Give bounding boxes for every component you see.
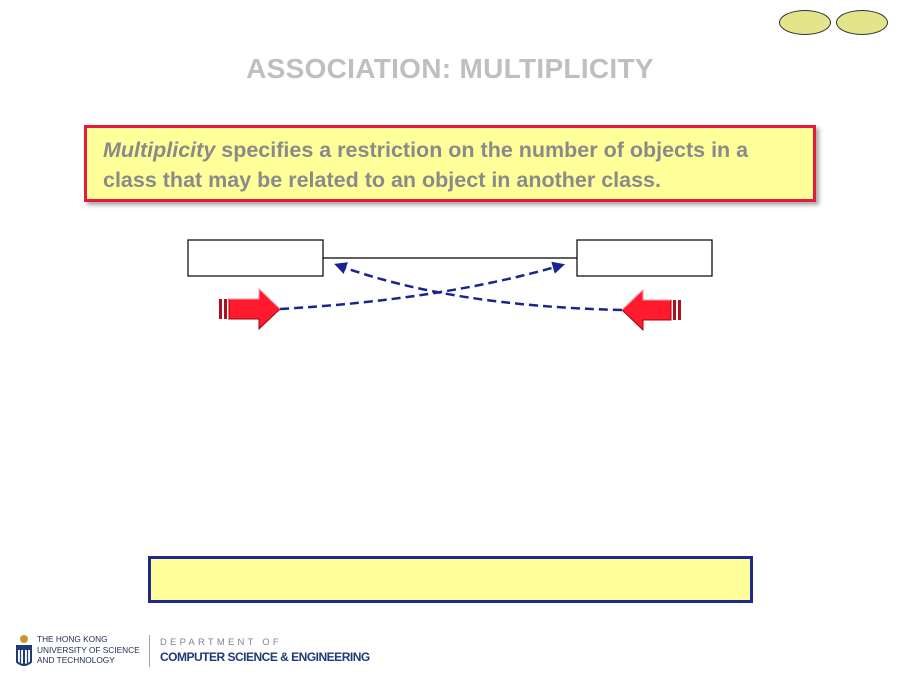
dashed-arrow-right-to-left: [334, 262, 623, 312]
left-class-box: [187, 239, 324, 277]
next-slide-button[interactable]: [836, 10, 888, 35]
university-line-2: UNIVERSITY OF SCIENCE: [37, 644, 140, 655]
definition-term: Multiplicity: [103, 138, 216, 162]
hkust-crest-icon: [16, 635, 32, 666]
footer-divider: [149, 635, 150, 667]
university-line-1: THE HONG KONG: [37, 634, 108, 644]
university-line-3: AND TECHNOLOGY: [37, 655, 115, 665]
definition-box: Multiplicity specifies a restriction on …: [84, 125, 816, 202]
left-red-arrow-icon: [219, 287, 281, 331]
university-name: THE HONG KONG UNIVERSITY OF SCIENCE AND …: [37, 634, 140, 666]
department-label: DEPARTMENT OF: [160, 637, 282, 648]
right-red-arrow-icon: [621, 288, 681, 332]
right-class-box: [576, 239, 713, 277]
department-name: COMPUTER SCIENCE & ENGINEERING: [160, 650, 370, 664]
definition-text: specifies a restriction on the number of…: [103, 138, 749, 192]
previous-slide-button[interactable]: [779, 10, 831, 35]
note-box: [148, 556, 753, 603]
slide-title: ASSOCIATION: MULTIPLICITY: [246, 53, 654, 84]
footer: THE HONG KONG UNIVERSITY OF SCIENCE AND …: [14, 633, 394, 669]
